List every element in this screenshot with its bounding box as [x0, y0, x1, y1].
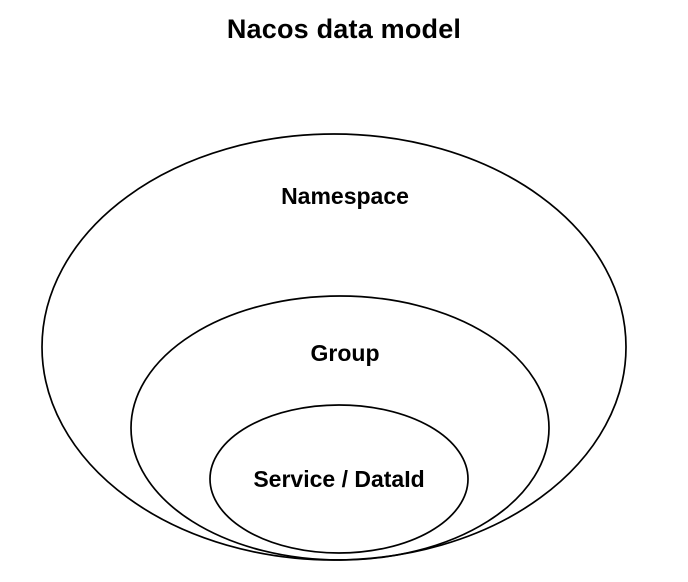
ellipse-service-dataid[interactable] — [209, 404, 469, 554]
label-namespace: Namespace — [281, 183, 409, 209]
label-service-dataid: Service / DataId — [253, 466, 424, 492]
ellipse-group[interactable] — [130, 295, 550, 561]
page-title: Nacos data model — [226, 14, 462, 44]
label-group: Group — [311, 340, 380, 366]
